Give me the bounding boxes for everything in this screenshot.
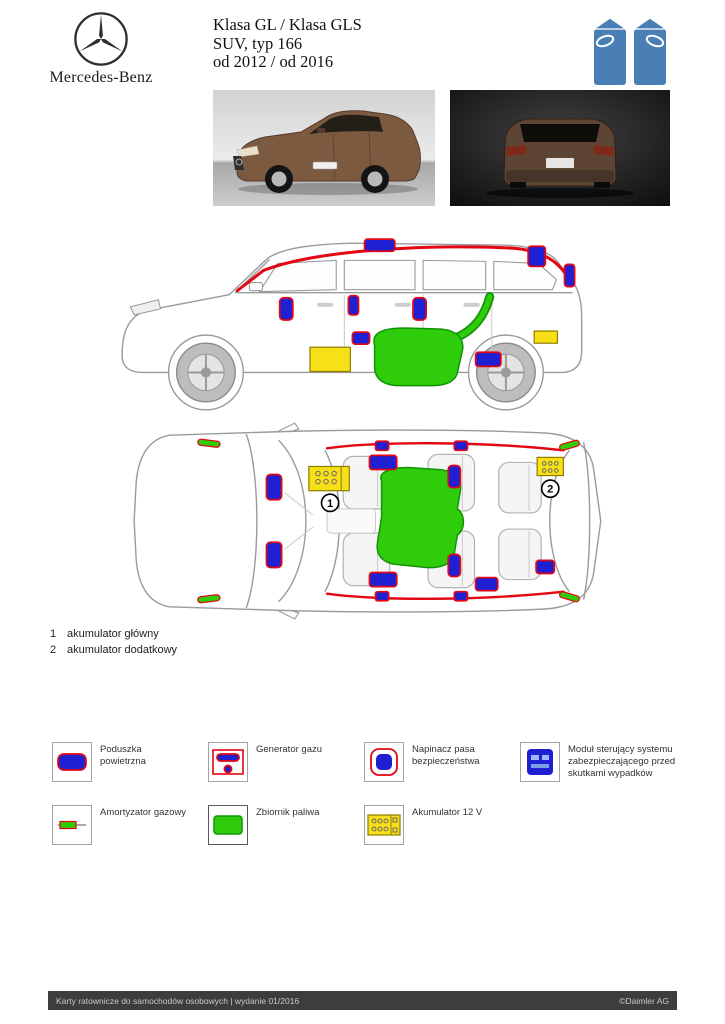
footer-right-text: ©Daimler AG xyxy=(619,995,669,1006)
aux-battery-side xyxy=(533,330,559,344)
marker-1-label: 1 xyxy=(327,498,333,510)
main-battery-side xyxy=(309,346,351,373)
gas-strut-icon xyxy=(52,805,92,845)
main-battery-top xyxy=(308,465,350,492)
front-wheel xyxy=(175,342,236,403)
legend-label: Napinacz pasa bezpieczeństwa xyxy=(412,744,480,767)
vehicle-photo-rear xyxy=(450,90,670,206)
door-pictogram-left-icon xyxy=(592,17,628,85)
top-view-diagram: 1 2 xyxy=(127,420,617,627)
marker-1: 1 xyxy=(320,493,340,513)
control-module-icon xyxy=(520,742,560,782)
footer-bar: Karty ratownicze do samochodów osobowych… xyxy=(48,991,677,1010)
battery-legend-num: 2 xyxy=(50,644,57,656)
belt-tensioner-icon xyxy=(364,742,404,782)
battery-legend-label: akumulator główny xyxy=(67,628,159,640)
model-title: Klasa GL / Klasa GLS xyxy=(213,15,362,34)
title-block: Klasa GL / Klasa GLS SUV, typ 166 od 201… xyxy=(213,15,362,72)
gas-generator-icon xyxy=(208,742,248,782)
car-side-outline xyxy=(121,242,583,411)
brand-name: Mercedes-Benz xyxy=(49,69,153,86)
battery-legend-label: akumulator dodatkowy xyxy=(67,644,178,656)
aux-battery-top xyxy=(536,456,565,477)
side-view-diagram xyxy=(110,232,615,421)
battery-icon xyxy=(364,805,404,845)
curtain-airbag-lines-top xyxy=(325,442,565,600)
brand-block: Mercedes-Benz xyxy=(40,10,162,87)
battery-legend: 1 akumulator główny 2 akumulator dodatkowy xyxy=(50,626,177,658)
legend-item-airbag: Poduszka powietrzna xyxy=(52,742,188,782)
legend-label: Poduszka powietrzna xyxy=(100,744,146,767)
legend-label: Amortyzator gazowy xyxy=(100,807,187,818)
fuel-tank-top xyxy=(376,466,465,569)
door-pictogram-right-icon xyxy=(632,17,668,85)
mercedes-star-icon xyxy=(74,12,128,66)
marker-2-label: 2 xyxy=(547,484,553,496)
airbag-components-top xyxy=(265,440,556,602)
rescue-card-pictograms xyxy=(592,16,668,87)
car-top-outline xyxy=(133,422,602,620)
airbag-icon xyxy=(52,742,92,782)
vehicle-photo-front xyxy=(213,90,435,206)
legend-item-fuel-tank: Zbiornik paliwa xyxy=(208,805,344,845)
fuel-tank-side xyxy=(373,292,495,387)
legend-item-control-module: Moduł sterujący systemu zabezpieczająceg… xyxy=(520,742,696,782)
legend-label: Akumulator 12 V xyxy=(412,807,483,818)
fuel-tank-icon xyxy=(208,805,248,845)
legend-label: Zbiornik paliwa xyxy=(256,807,320,818)
legend-label: Moduł sterujący systemu zabezpieczająceg… xyxy=(568,744,676,779)
battery-legend-num: 1 xyxy=(50,628,57,640)
marker-2: 2 xyxy=(540,479,560,499)
airbag-components-side xyxy=(278,238,576,368)
model-years: od 2012 / od 2016 xyxy=(213,52,334,71)
gas-struts-top xyxy=(197,438,580,604)
legend-item-battery: Akumulator 12 V xyxy=(364,805,500,845)
legend-item-gas-generator: Generator gazu xyxy=(208,742,344,782)
legend-label: Generator gazu xyxy=(256,744,323,755)
battery-legend-item: 1 akumulator główny xyxy=(50,626,177,642)
footer-left-text: Karty ratownicze do samochodów osobowych… xyxy=(56,995,300,1006)
model-subtitle: SUV, typ 166 xyxy=(213,33,303,53)
battery-legend-item: 2 akumulator dodatkowy xyxy=(50,642,177,658)
legend-item-belt-tensioner: Napinacz pasa bezpieczeństwa xyxy=(364,742,502,782)
legend-item-gas-strut: Amortyzator gazowy xyxy=(52,805,192,845)
